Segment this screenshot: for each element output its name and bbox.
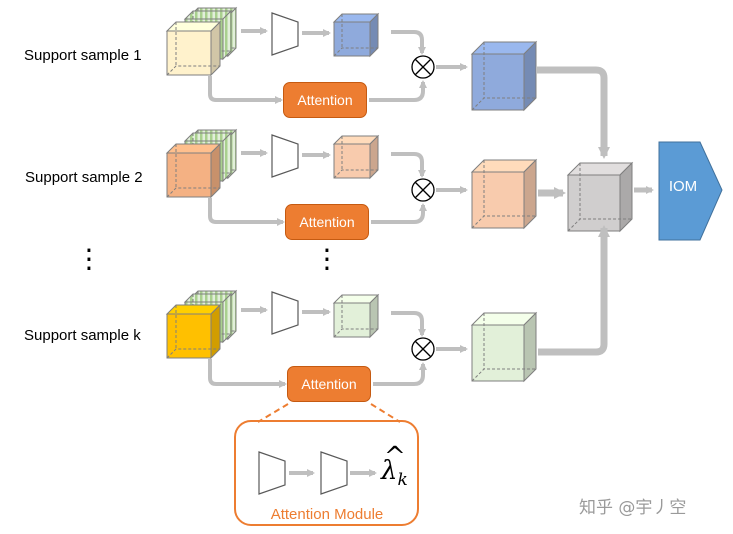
arrow-sample1-to-aggregate	[536, 66, 610, 159]
attention-module-title: Attention Module	[270, 506, 384, 523]
iom-label: IOM	[668, 178, 698, 195]
module-encoder-2	[320, 451, 348, 495]
module-encoder-1	[258, 451, 286, 495]
support-sample-label-2: Support sample 2	[25, 169, 143, 186]
arrow-to-attention	[208, 359, 287, 388]
arrow-attention-to-multiply	[371, 203, 427, 224]
embedding-cube	[332, 134, 380, 180]
attention-block-k: Attention	[287, 366, 371, 402]
weighted-feature-cube	[470, 158, 538, 230]
arrow-attention-to-multiply	[369, 80, 427, 102]
embedding-cube	[332, 293, 380, 339]
encoder-trapezoid	[271, 134, 299, 178]
arrow-to-attention	[208, 76, 283, 104]
arrow-to-multiply	[391, 30, 426, 55]
support-feature-cube	[165, 142, 222, 199]
encoder-trapezoid	[271, 291, 299, 335]
attention-block-1: Attention	[283, 82, 367, 118]
attention-module-box	[234, 403, 419, 526]
support-sample-label-1: Support sample 1	[24, 47, 142, 64]
arrow-to-attention	[208, 198, 285, 226]
aggregated-feature-cube	[566, 161, 634, 233]
arrow-attention-to-multiply	[373, 362, 427, 386]
sample-row-3	[165, 289, 538, 388]
support-feature-cube	[165, 20, 222, 77]
arrow-to-multiply	[391, 311, 426, 337]
multiply-icon	[411, 178, 435, 202]
lambda-hat-k-symbol: λ^k	[381, 442, 408, 491]
iom-block	[658, 141, 723, 241]
watermark: 知乎 @宇丿空	[579, 498, 687, 518]
attention-module-frame	[234, 420, 419, 526]
merge-layer	[536, 66, 723, 356]
weighted-feature-cube	[470, 40, 538, 112]
arrow-samplek-to-aggregate	[538, 225, 610, 356]
encoder-trapezoid	[271, 12, 299, 56]
support-feature-cube	[165, 303, 222, 360]
sample-row-2	[165, 128, 538, 230]
zoom-line-left	[257, 403, 289, 423]
sample-row-1	[165, 6, 538, 112]
multiply-icon	[411, 337, 435, 361]
zoom-line-right	[370, 403, 401, 423]
arrow-to-multiply	[391, 152, 426, 178]
weighted-feature-cube	[470, 311, 538, 383]
vertical-ellipsis-mid: ···	[322, 234, 332, 285]
support-sample-label-k: Support sample k	[24, 327, 141, 344]
vertical-ellipsis-left: ···	[84, 234, 94, 285]
multiply-icon	[411, 55, 435, 79]
attention-block-2: Attention	[285, 204, 369, 240]
embedding-cube	[332, 12, 380, 58]
rows-layer	[165, 6, 538, 388]
